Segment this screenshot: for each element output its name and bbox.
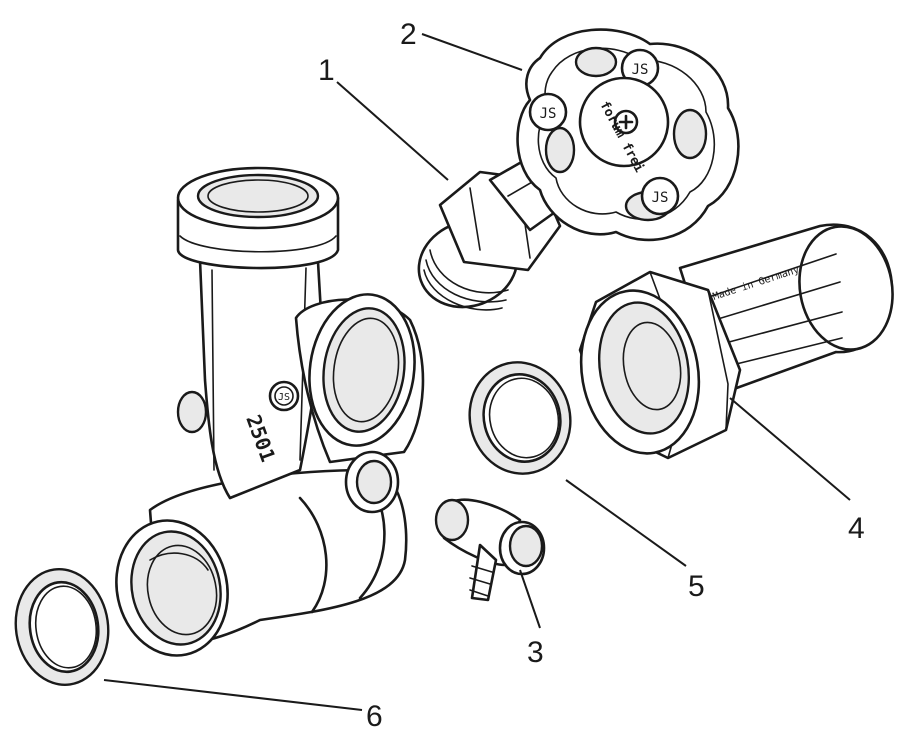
callout-5: 5 <box>688 570 705 603</box>
leader-5 <box>565 479 687 567</box>
callout-4: 4 <box>848 512 865 545</box>
callout-2: 2 <box>400 18 417 51</box>
wheel-logo-1: JS <box>632 62 649 78</box>
leader-6 <box>103 679 363 711</box>
part-3-drain-fitting <box>434 498 546 602</box>
callout-6: 6 <box>366 700 383 733</box>
body-logo: JS <box>268 380 300 412</box>
leader-1 <box>336 81 449 181</box>
wheel-logo-3: JS <box>652 190 669 206</box>
valve-body: JS 2501 <box>115 166 425 657</box>
leader-4 <box>729 397 851 501</box>
part-4-union-nut: Made in Germany <box>578 223 894 460</box>
part-6-washer <box>14 568 110 686</box>
callout-labels: 1 2 3 4 5 6 <box>318 18 865 733</box>
part-2-handwheel: JS JS JS forum frei <box>516 28 740 242</box>
leader-lines <box>103 33 851 711</box>
wheel-logo-2: JS <box>540 106 557 122</box>
leader-2 <box>421 33 523 71</box>
body-logo-text: JS <box>278 392 290 403</box>
leader-3 <box>519 569 541 629</box>
part-5-washer <box>468 361 572 475</box>
callout-1: 1 <box>318 54 335 87</box>
callout-3: 3 <box>527 636 544 669</box>
